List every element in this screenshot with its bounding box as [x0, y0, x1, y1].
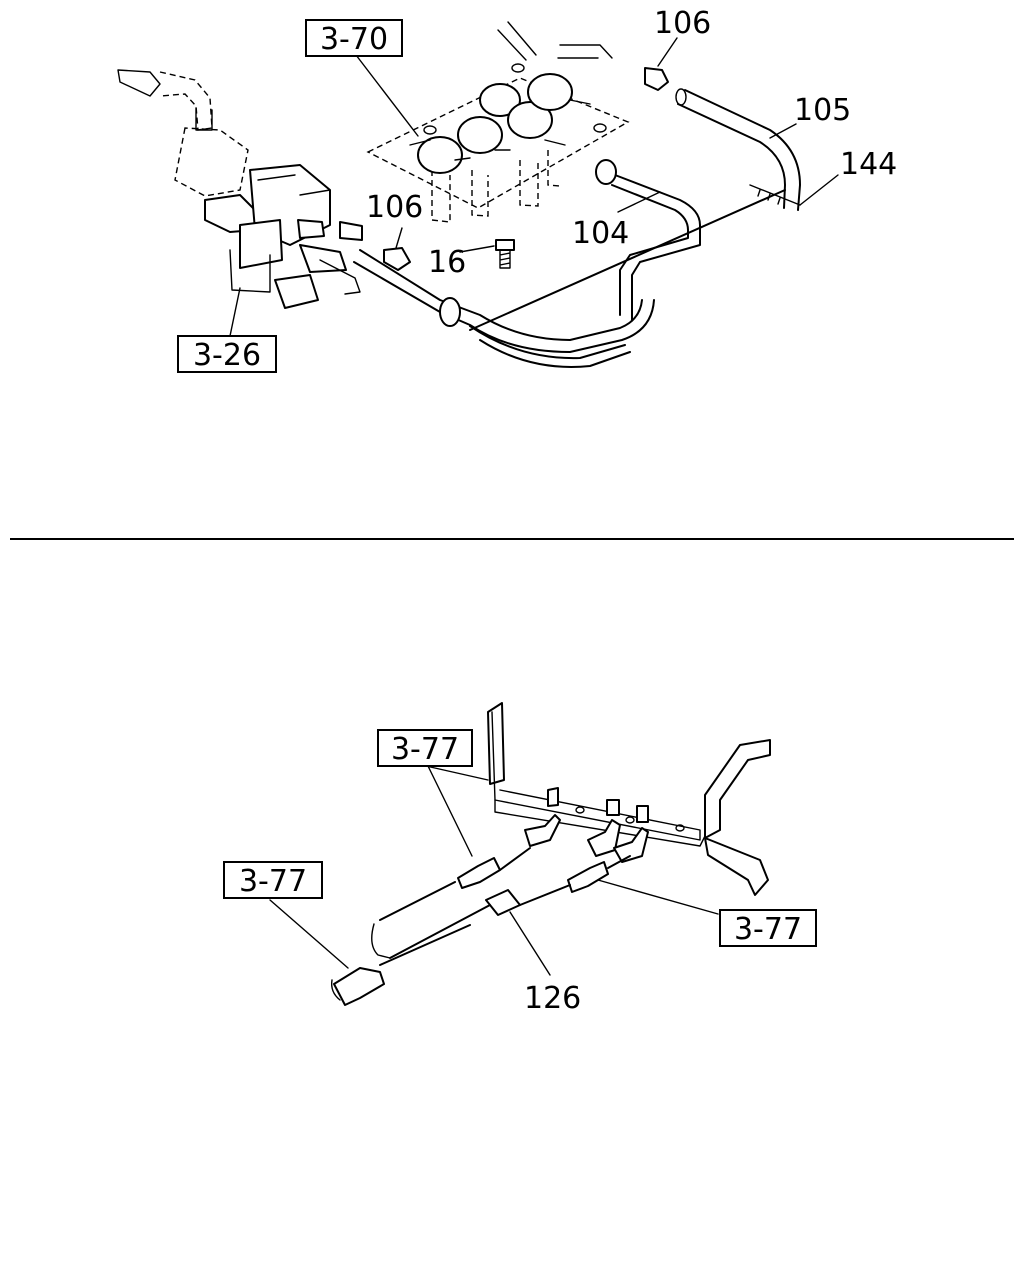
upper-diagram: 3-70 3-26 106 105 144 106 104 16 [117, 6, 897, 373]
manifold-plate [366, 21, 630, 223]
connector-right [567, 861, 609, 893]
callout-3-70-text: 3-70 [320, 22, 388, 57]
valve-assembly-left [117, 69, 363, 309]
clamp-106-top [644, 67, 669, 91]
leader-lines-upper [229, 37, 839, 337]
callout-3-77-right: 3-77 [719, 909, 817, 947]
connector-upper-left [457, 857, 501, 889]
callout-3-77-top: 3-77 [377, 729, 473, 767]
label-126: 126 [524, 981, 581, 1016]
hose-105 [675, 88, 801, 211]
label-16: 16 [428, 245, 466, 280]
label-144: 144 [840, 147, 897, 182]
leader-lines-lower [269, 765, 719, 976]
long-pipe [353, 189, 786, 368]
callout-3-77-left: 3-77 [223, 861, 323, 899]
clamp-106-mid [383, 247, 411, 271]
callout-3-77-left-text: 3-77 [239, 864, 307, 899]
label-106-mid: 106 [366, 190, 423, 225]
callout-3-77-right-text: 3-77 [734, 912, 802, 947]
callout-3-26-text: 3-26 [193, 338, 261, 373]
mounting-bracket [487, 702, 771, 896]
callout-3-26: 3-26 [177, 335, 277, 373]
label-104: 104 [572, 216, 629, 251]
label-106-top: 106 [654, 6, 711, 41]
callout-3-77-top-text: 3-77 [391, 732, 459, 767]
wire-harness [330, 847, 631, 1006]
bolt-16 [495, 239, 515, 269]
tie-144 [749, 184, 801, 206]
callout-3-70: 3-70 [305, 19, 403, 57]
connector-126 [485, 889, 521, 916]
elbow-fittings [524, 814, 649, 863]
lower-diagram: 3-77 3-77 3-77 126 [223, 702, 817, 1016]
label-105: 105 [794, 93, 851, 128]
